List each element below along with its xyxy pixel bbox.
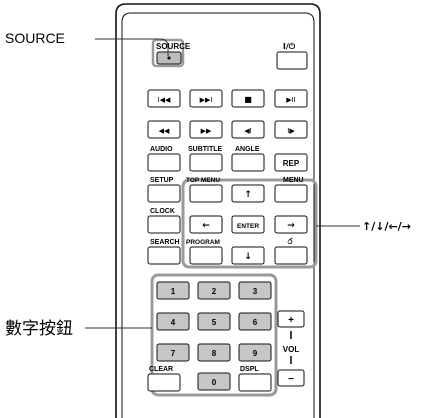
dspl-button[interactable] bbox=[238, 373, 272, 392]
down-arrow-icon: ↓ bbox=[244, 252, 252, 262]
digit-5-label: 5 bbox=[212, 318, 217, 327]
digit-0-label: 0 bbox=[212, 378, 217, 387]
slow-back-button[interactable] bbox=[231, 120, 265, 139]
program-button[interactable] bbox=[189, 246, 223, 265]
stop-icon: ■ bbox=[244, 95, 252, 104]
transport-row-1: I◀◀ ▶▶I ■ ▶II bbox=[147, 89, 308, 108]
vol-minus-icon: − bbox=[288, 374, 294, 385]
left-button[interactable] bbox=[189, 215, 223, 234]
top-menu-button[interactable] bbox=[189, 184, 223, 203]
prev-button[interactable] bbox=[147, 89, 181, 108]
volume-control: + VOL − bbox=[277, 310, 305, 387]
digit-0-button[interactable] bbox=[197, 372, 231, 391]
up-arrow-icon: ↑ bbox=[244, 190, 252, 200]
callout-arrows-label: ↑/↓/←/→ bbox=[362, 220, 411, 233]
play-pause-icon: ▶II bbox=[286, 96, 296, 104]
search-button[interactable] bbox=[147, 246, 181, 265]
digit-7-label: 7 bbox=[171, 349, 176, 358]
digit-9-button[interactable] bbox=[238, 343, 272, 362]
callout-source: SOURCE bbox=[5, 30, 169, 56]
audio-button[interactable] bbox=[147, 153, 181, 172]
slow-back-icon: ◀I bbox=[244, 127, 251, 135]
rep-label: REP bbox=[283, 159, 300, 168]
digit-7-button[interactable] bbox=[156, 343, 190, 362]
program-label: PROGRAM bbox=[186, 239, 220, 246]
digit-8-button[interactable] bbox=[197, 343, 231, 362]
prev-icon: I◀◀ bbox=[158, 96, 171, 104]
arrow-keys-highlight bbox=[181, 178, 318, 269]
audio-label: AUDIO bbox=[150, 146, 173, 153]
clear-label: CLEAR bbox=[149, 366, 173, 373]
next-button[interactable] bbox=[189, 89, 223, 108]
subtitle-label: SUBTITLE bbox=[188, 146, 223, 153]
clock-button[interactable] bbox=[147, 215, 181, 234]
clock-label: CLOCK bbox=[150, 208, 175, 215]
angle-label: ANGLE bbox=[235, 146, 260, 153]
digit-1-label: 1 bbox=[171, 287, 176, 296]
number-keys-highlight bbox=[150, 273, 278, 397]
right-button[interactable] bbox=[274, 215, 308, 234]
digit-5-button[interactable] bbox=[197, 312, 231, 331]
rewind-button[interactable] bbox=[147, 120, 181, 139]
enter-label: ENTER bbox=[237, 223, 259, 230]
top-menu-label: TOP MENU bbox=[186, 177, 220, 184]
vol-plus-button[interactable] bbox=[277, 310, 305, 328]
menu-label: MENU bbox=[283, 177, 304, 184]
digit-3-label: 3 bbox=[253, 287, 258, 296]
rewind-icon: ◀◀ bbox=[159, 127, 170, 135]
angle-button[interactable] bbox=[231, 153, 265, 172]
callout-numbers: 數字按鈕 bbox=[5, 319, 152, 339]
digit-1-button[interactable] bbox=[156, 281, 190, 300]
transport-row-2: ◀◀ ▶▶ ◀I I▶ bbox=[147, 120, 308, 139]
callout-source-label: SOURCE bbox=[5, 30, 65, 46]
vol-label: VOL bbox=[283, 345, 300, 354]
right-arrow-icon: → bbox=[287, 221, 295, 231]
number-pad: 1 2 3 4 5 6 7 8 9 0 bbox=[156, 281, 272, 391]
menu-button[interactable] bbox=[274, 184, 308, 203]
digit-3-button[interactable] bbox=[238, 281, 272, 300]
digit-6-button[interactable] bbox=[238, 312, 272, 331]
return-icon: ර bbox=[288, 237, 293, 246]
power-button[interactable] bbox=[276, 51, 308, 70]
play-pause-button[interactable] bbox=[274, 89, 308, 108]
callout-numbers-label: 數字按鈕 bbox=[5, 319, 73, 339]
digit-2-label: 2 bbox=[212, 287, 217, 296]
fast-forward-icon: ▶▶ bbox=[201, 127, 212, 135]
slow-forward-icon: I▶ bbox=[287, 127, 295, 135]
return-button[interactable] bbox=[274, 246, 308, 265]
source-key-highlight bbox=[151, 38, 185, 68]
digit-8-label: 8 bbox=[212, 349, 217, 358]
vol-minus-button[interactable] bbox=[277, 369, 305, 387]
subtitle-button[interactable] bbox=[189, 153, 223, 172]
source-tactile-dot bbox=[167, 56, 171, 60]
clear-button[interactable] bbox=[147, 373, 181, 392]
fast-forward-button[interactable] bbox=[189, 120, 223, 139]
setup-button[interactable] bbox=[147, 184, 181, 203]
down-button[interactable] bbox=[231, 246, 265, 265]
callout-source-line bbox=[95, 38, 169, 56]
dspl-label: DSPL bbox=[240, 366, 259, 373]
up-button[interactable] bbox=[231, 184, 265, 203]
next-icon: ▶▶I bbox=[200, 96, 213, 104]
search-label: SEARCH bbox=[150, 239, 180, 246]
digit-9-label: 9 bbox=[253, 349, 258, 358]
setup-label: SETUP bbox=[150, 177, 174, 184]
vol-plus-icon: + bbox=[288, 315, 294, 326]
digit-4-button[interactable] bbox=[156, 312, 190, 331]
enter-button[interactable] bbox=[231, 215, 265, 234]
callout-arrows: ↑/↓/←/→ bbox=[316, 220, 411, 233]
stop-button[interactable] bbox=[231, 89, 265, 108]
source-key-label: SOURCE bbox=[156, 42, 191, 51]
left-arrow-icon: ← bbox=[202, 221, 210, 231]
slow-forward-button[interactable] bbox=[274, 120, 308, 139]
digit-4-label: 4 bbox=[171, 318, 176, 327]
rep-button[interactable] bbox=[274, 153, 308, 172]
power-key-label: I/⏻ bbox=[283, 42, 296, 51]
digit-2-button[interactable] bbox=[197, 281, 231, 300]
digit-6-label: 6 bbox=[253, 318, 258, 327]
